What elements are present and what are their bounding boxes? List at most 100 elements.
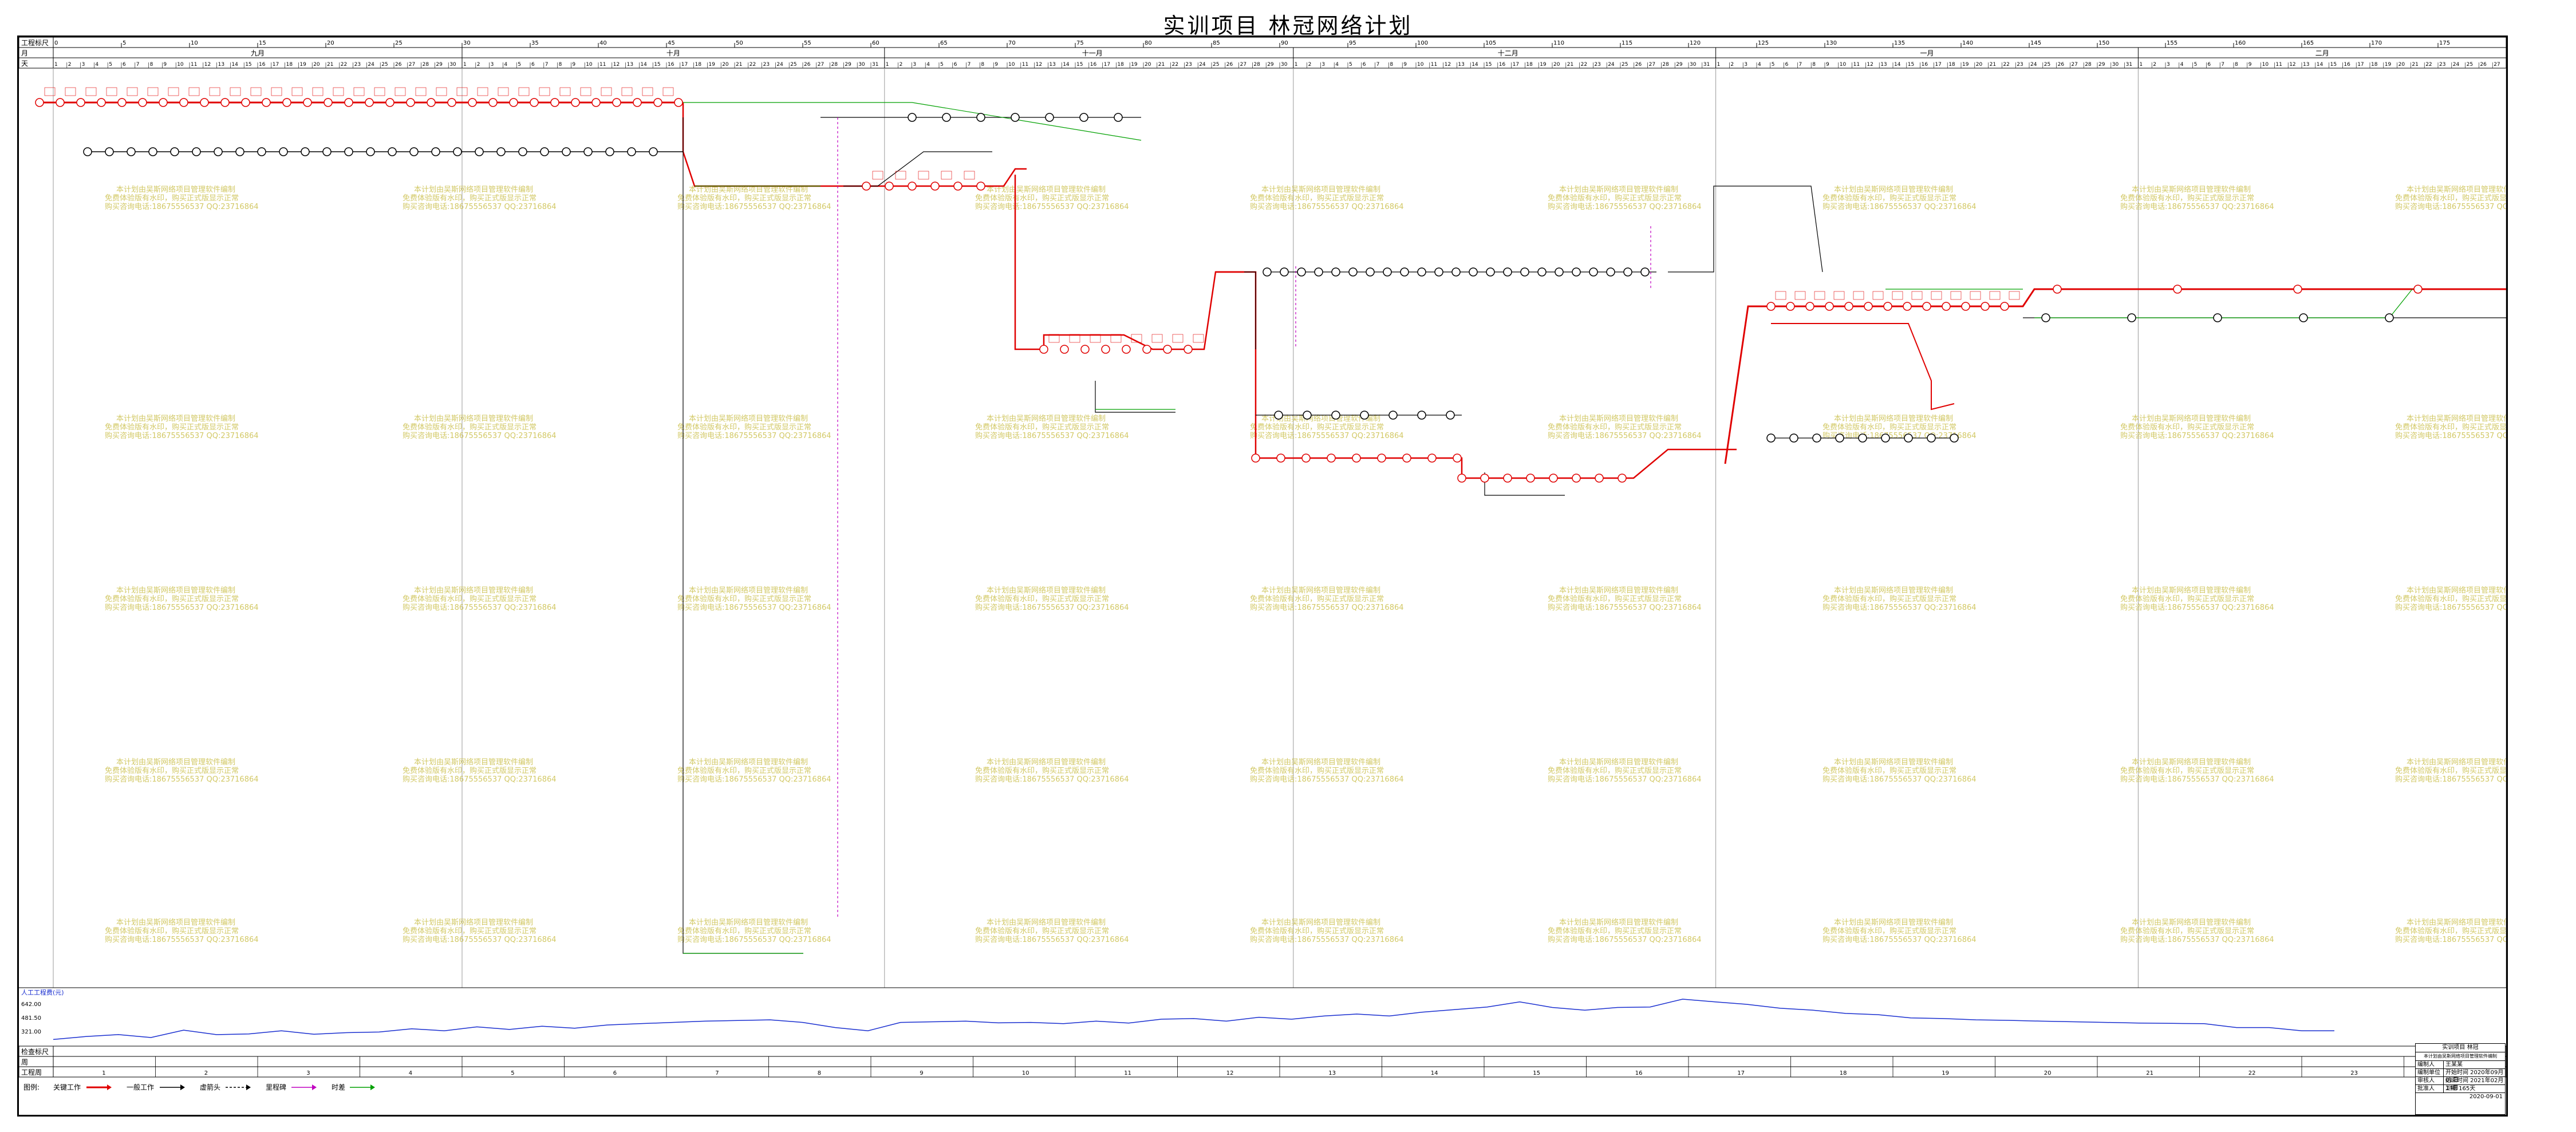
scale-mark: 25 xyxy=(395,40,403,46)
day-tick: 28 xyxy=(831,62,838,68)
watermark-line: 购买咨询电话:18675556537 QQ:23716864 xyxy=(2395,603,2506,612)
watermark-line: 购买咨询电话:18675556537 QQ:23716864 xyxy=(2120,935,2274,944)
activity-label-box xyxy=(1892,291,1903,300)
scale-mark: 170 xyxy=(2371,40,2382,46)
day-tick: 30 xyxy=(449,62,456,68)
watermark-line: 本计划由吴斯网络项目管理软件编制 xyxy=(2407,586,2506,595)
watermark-line: 本计划由吴斯网络项目管理软件编制 xyxy=(1834,414,1953,423)
day-tick: 13 xyxy=(1880,62,1887,68)
day-tick: 25 xyxy=(2467,62,2473,68)
event-node xyxy=(509,98,518,107)
day-tick: 27 xyxy=(818,62,824,68)
legend-item-label: 时差 xyxy=(332,1083,345,1091)
day-tick: 15 xyxy=(1076,62,1083,68)
day-tick: 18 xyxy=(695,62,702,68)
watermark-line: 免费体验版有水印，购买正式版显示正常 xyxy=(1250,194,1384,203)
watermark-line: 免费体验版有水印，购买正式版显示正常 xyxy=(2395,423,2506,432)
watermark-line: 免费体验版有水印，购买正式版显示正常 xyxy=(1250,766,1384,775)
day-tick: 15 xyxy=(1908,62,1914,68)
day-tick: 4 xyxy=(1335,62,1339,68)
day-tick: 19 xyxy=(708,62,715,68)
day-tick: 6 xyxy=(1363,62,1366,68)
critical-path-lower xyxy=(1216,271,1737,479)
watermark-line: 免费体验版有水印，购买正式版显示正常 xyxy=(677,594,811,604)
week-label: 3 xyxy=(306,1070,310,1076)
scale-mark: 135 xyxy=(1894,40,1905,46)
watermark-line: 免费体验版有水印，购买正式版显示正常 xyxy=(1822,926,1956,936)
legend-items: 关键工作一般工作虚箭头里程碑时差 xyxy=(53,1083,375,1091)
event-node xyxy=(1280,267,1289,277)
day-tick: 6 xyxy=(954,62,957,68)
event-node xyxy=(1469,267,1478,277)
watermark-line: 本计划由吴斯网络项目管理软件编制 xyxy=(1834,758,1953,767)
event-node xyxy=(1927,433,1936,443)
day-tick: 30 xyxy=(858,62,865,68)
day-tick: 14 xyxy=(2317,62,2323,68)
activity-label-box xyxy=(127,87,138,96)
watermark-line: 购买咨询电话:18675556537 QQ:23716864 xyxy=(403,202,557,211)
day-tick: 26 xyxy=(2058,62,2065,68)
watermark-line: 购买咨询电话:18675556537 QQ:23716864 xyxy=(2120,603,2274,612)
event-node xyxy=(1766,302,1776,311)
scale-mark: 130 xyxy=(1826,40,1837,46)
activity-label-box xyxy=(1853,291,1864,300)
event-node xyxy=(1623,267,1632,277)
watermark-line: 购买咨询电话:18675556537 QQ:23716864 xyxy=(2120,202,2274,211)
legend-arrow-icon xyxy=(107,1084,112,1090)
general-path-4 xyxy=(1244,271,1256,349)
event-node xyxy=(1480,474,1489,483)
event-node xyxy=(674,98,683,107)
watermark-line: 本计划由吴斯网络项目管理软件编制 xyxy=(1834,918,1953,927)
day-tick: 24 xyxy=(2030,62,2037,68)
scale-mark: 150 xyxy=(2098,40,2109,46)
event-node xyxy=(453,147,462,156)
watermark-line: 本计划由吴斯网络项目管理软件编制 xyxy=(414,586,533,595)
day-tick: 9 xyxy=(2248,62,2252,68)
month-label: 一月 xyxy=(1920,49,1934,57)
event-node xyxy=(235,147,244,156)
week-label: 1 xyxy=(102,1070,105,1076)
day-tick: 30 xyxy=(1281,62,1288,68)
watermark-line: 本计划由吴斯网络项目管理软件编制 xyxy=(1261,758,1380,767)
day-tick: 10 xyxy=(2262,62,2269,68)
day-tick: 31 xyxy=(872,62,878,68)
day-tick: 2 xyxy=(68,62,72,68)
day-tick: 16 xyxy=(668,62,674,68)
event-node xyxy=(1453,453,1462,463)
day-tick: 21 xyxy=(1158,62,1165,68)
day-tick: 7 xyxy=(1376,62,1380,68)
event-node xyxy=(1303,411,1312,420)
scale-mark: 140 xyxy=(1962,40,1973,46)
month-label: 十月 xyxy=(666,49,680,57)
day-tick: 29 xyxy=(2098,62,2105,68)
activity-label-box xyxy=(1950,291,1962,300)
day-tick: 1 xyxy=(463,62,467,68)
day-tick: 28 xyxy=(423,62,429,68)
watermark-line: 购买咨询电话:18675556537 QQ:23716864 xyxy=(105,775,259,784)
event-node xyxy=(1883,302,1892,311)
header-label-month: 月 xyxy=(21,49,28,57)
legend-arrow-icon xyxy=(370,1084,375,1090)
watermark-line: 免费体验版有水印，购买正式版显示正常 xyxy=(105,194,239,203)
day-tick: 27 xyxy=(1240,62,1246,68)
event-node xyxy=(1942,302,1951,311)
event-node xyxy=(1903,302,1912,311)
event-node xyxy=(1080,345,1090,354)
day-tick: 2 xyxy=(1730,62,1734,68)
event-node xyxy=(148,147,157,156)
week-label: 5 xyxy=(511,1070,514,1076)
event-node xyxy=(1184,345,1193,354)
activity-label-box xyxy=(1131,334,1142,343)
event-node xyxy=(627,147,636,156)
day-tick: 14 xyxy=(1063,62,1070,68)
week-label: 19 xyxy=(1942,1070,1949,1076)
scale-mark: 175 xyxy=(2439,40,2450,46)
event-node xyxy=(649,147,658,156)
day-tick: 5 xyxy=(1349,62,1352,68)
activity-label-box xyxy=(662,87,674,96)
day-tick: 13 xyxy=(218,62,224,68)
watermark-line: 本计划由吴斯网络项目管理软件编制 xyxy=(2132,414,2251,423)
event-node xyxy=(1331,411,1340,420)
day-tick: 19 xyxy=(1540,62,1547,68)
activity-label-box xyxy=(209,87,220,96)
